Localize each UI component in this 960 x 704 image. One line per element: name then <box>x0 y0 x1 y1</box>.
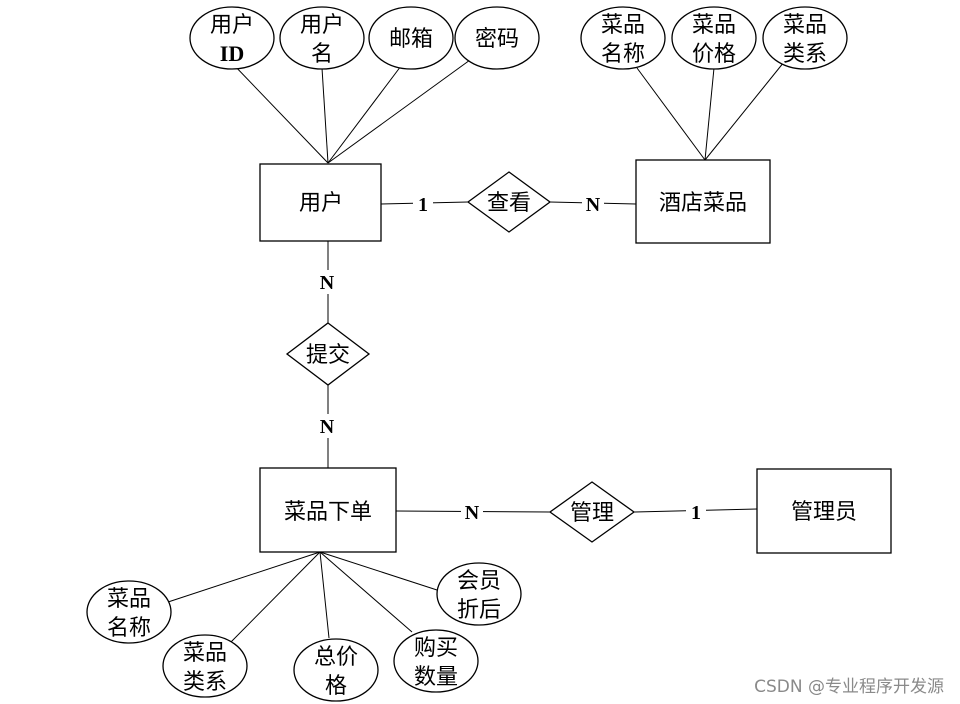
attribute-user-email-label: 邮箱 <box>389 27 433 52</box>
entity-order: 菜品下单 <box>259 467 397 553</box>
attribute-order-quantity: 购买 数量 <box>393 629 479 693</box>
attribute-user-password: 密码 <box>454 6 540 70</box>
attribute-order-quantity-line1: 购买 <box>414 636 458 661</box>
attribute-dish-name: 菜品 名称 <box>580 6 666 70</box>
entity-user-label: 用户 <box>299 191 343 216</box>
edge-order-total <box>319 551 330 639</box>
cardinality-order-manage: N <box>461 500 483 524</box>
cardinality-user-view: 1 <box>413 192 433 216</box>
attribute-order-total-price: 总价 格 <box>293 638 379 702</box>
attribute-order-total-price-line2: 格 <box>325 674 347 699</box>
attribute-order-dish-category-line1: 菜品 <box>183 641 227 666</box>
edge-dish-price <box>704 67 715 161</box>
attribute-order-dish-name-line1: 菜品 <box>107 587 151 612</box>
edge-user-name <box>321 67 329 164</box>
edge-order-qty <box>319 551 413 633</box>
attribute-user-name: 用户 名 <box>279 6 365 70</box>
entity-admin-label: 管理员 <box>791 500 857 525</box>
attribute-order-dish-name-line2: 名称 <box>107 616 151 641</box>
attribute-user-id-line1: 用户 <box>210 13 254 38</box>
attribute-dish-price-line1: 菜品 <box>692 13 736 38</box>
edge-user-email <box>327 61 405 164</box>
attribute-user-name-line1: 用户 <box>300 13 344 38</box>
attribute-dish-price-line2: 价格 <box>692 42 736 67</box>
cardinality-manage-admin: 1 <box>686 500 706 524</box>
cardinality-order-manage-label: N <box>465 502 480 524</box>
attribute-user-password-label: 密码 <box>475 27 519 52</box>
attribute-order-member-discount: 会员 折后 <box>436 562 522 626</box>
relation-submit-label: 提交 <box>306 343 350 368</box>
cardinality-view-dish-label: N <box>586 194 601 216</box>
attribute-dish-name-line1: 菜品 <box>601 13 645 38</box>
edge-order-ordername <box>161 551 321 605</box>
entity-dish: 酒店菜品 <box>635 159 771 244</box>
attribute-order-quantity-line2: 数量 <box>414 665 458 690</box>
attribute-dish-category-line2: 类系 <box>783 42 827 67</box>
entity-dish-label: 酒店菜品 <box>659 191 747 216</box>
edge-dish-name <box>636 67 706 161</box>
edge-dish-category <box>704 61 785 161</box>
attribute-user-name-line2: 名 <box>311 42 333 67</box>
attribute-order-dish-category: 菜品 类系 <box>162 634 248 698</box>
cardinality-user-submit: N <box>316 270 338 294</box>
entity-admin: 管理员 <box>756 468 892 554</box>
attribute-order-dish-name: 菜品 名称 <box>86 580 172 644</box>
connectors <box>161 59 785 646</box>
relation-manage: 管理 <box>548 481 636 543</box>
edge-user-id <box>231 62 329 164</box>
attribute-dish-price: 菜品 价格 <box>671 6 757 70</box>
attribute-order-dish-category-line2: 类系 <box>183 670 227 695</box>
attribute-user-id: 用户 ID <box>189 6 275 70</box>
cardinality-user-submit-label: N <box>320 272 335 294</box>
attribute-dish-category: 菜品 类系 <box>762 6 848 70</box>
cardinality-submit-order: N <box>316 414 338 438</box>
attribute-dish-category-line1: 菜品 <box>783 13 827 38</box>
cardinality-view-dish: N <box>582 192 604 216</box>
entity-user: 用户 <box>259 163 382 242</box>
attribute-order-member-discount-line2: 折后 <box>457 598 501 623</box>
relation-view: 查看 <box>466 171 552 233</box>
edge-order-ordercat <box>227 551 321 646</box>
attribute-user-id-line2: ID <box>220 41 244 66</box>
relation-submit: 提交 <box>285 322 371 386</box>
edge-order-discount <box>319 551 438 591</box>
cardinality-manage-admin-label: 1 <box>691 502 701 524</box>
attribute-order-member-discount-line1: 会员 <box>457 569 501 594</box>
edge-user-password <box>327 59 471 164</box>
entity-order-label: 菜品下单 <box>284 500 372 525</box>
attribute-user-email: 邮箱 <box>368 6 454 70</box>
attribute-dish-name-line2: 名称 <box>601 42 645 67</box>
watermark: CSDN @专业程序开发源 <box>754 677 944 697</box>
attribute-order-total-price-line1: 总价 <box>314 645 358 670</box>
cardinality-submit-order-label: N <box>320 416 335 438</box>
relation-manage-label: 管理 <box>570 501 614 526</box>
relation-view-label: 查看 <box>487 191 531 216</box>
cardinality-user-view-label: 1 <box>418 194 428 216</box>
